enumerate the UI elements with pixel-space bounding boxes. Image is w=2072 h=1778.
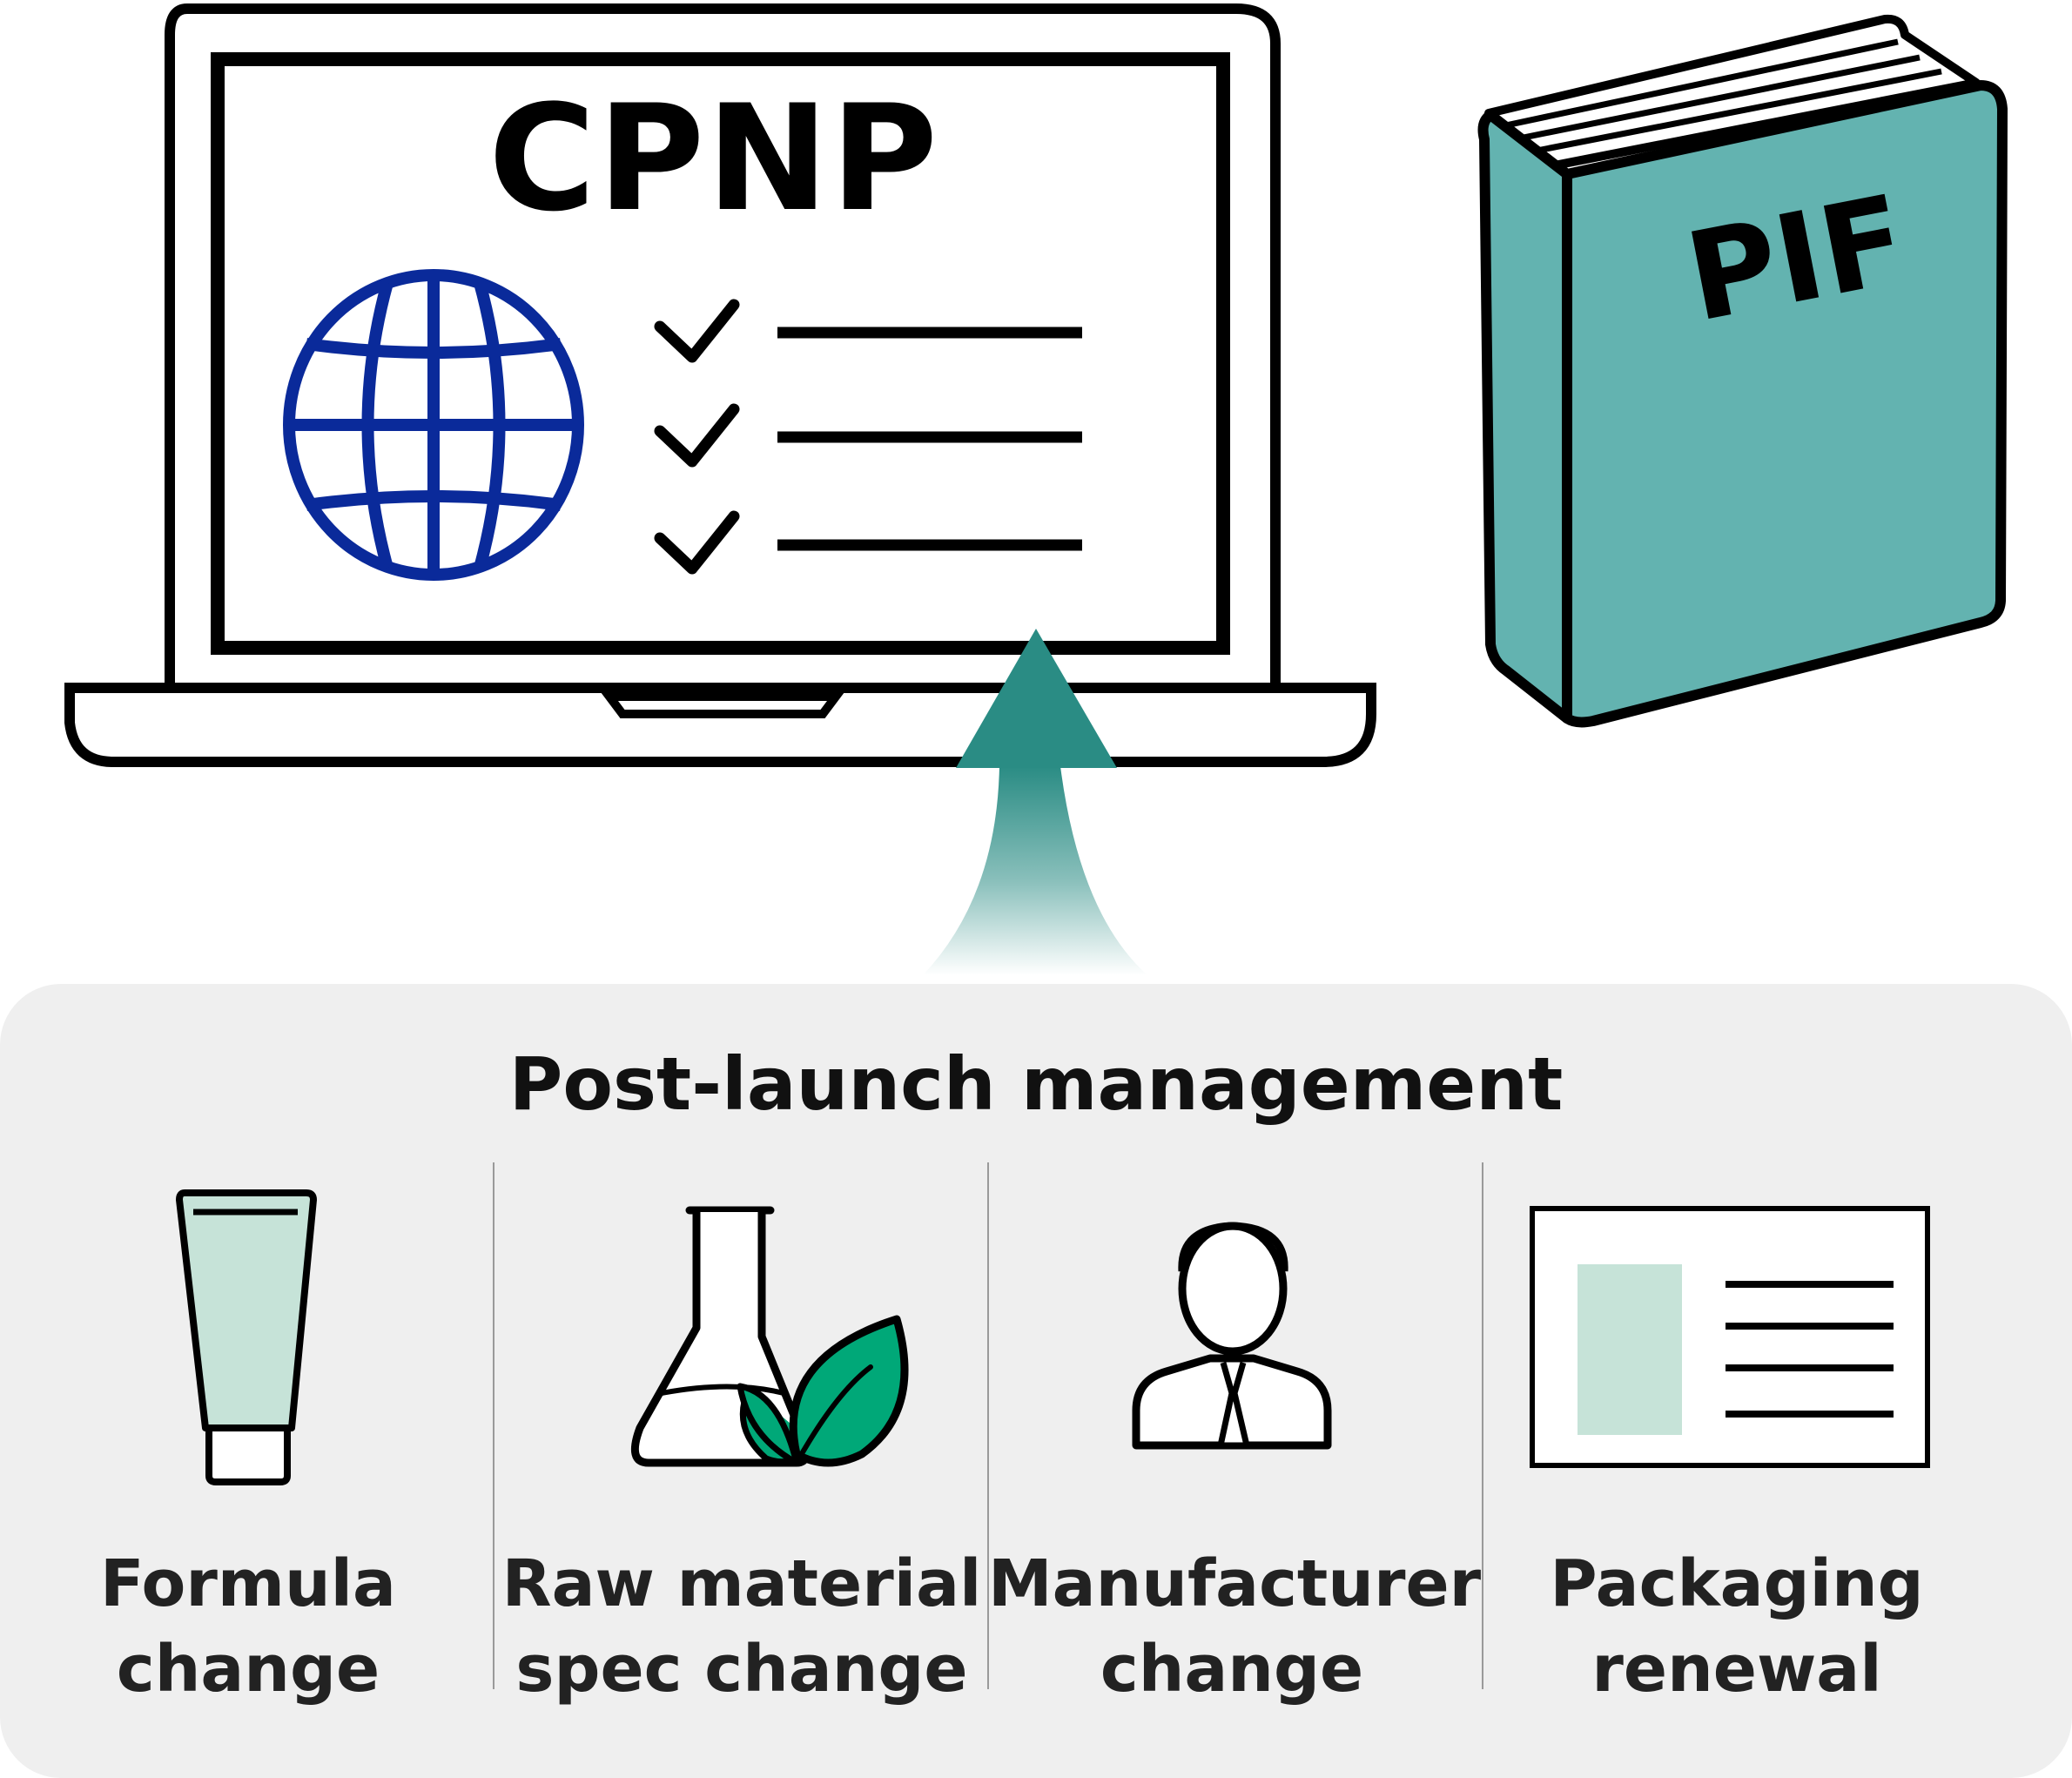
- caption-formula-change: Formula change: [4, 1541, 492, 1712]
- flask-leaf-icon: [630, 1206, 909, 1467]
- laptop-screen-title: CPNP: [488, 73, 940, 244]
- caption-line: renewal: [1591, 1632, 1882, 1707]
- caption-line: spec change: [515, 1632, 968, 1707]
- checklist: [654, 299, 1082, 575]
- check-icon: [654, 510, 740, 575]
- caption-line: Packaging: [1550, 1546, 1924, 1621]
- caption-line: change: [1100, 1632, 1364, 1707]
- up-arrow-icon: [923, 629, 1147, 975]
- tube-icon: [176, 1189, 317, 1485]
- globe-icon: [283, 269, 584, 581]
- caption-line: Manufacturer: [988, 1546, 1482, 1621]
- caption-manufacturer: Manufacturer change: [988, 1541, 1482, 1712]
- person-icon: [1132, 1222, 1332, 1450]
- book-icon: [1477, 14, 2008, 728]
- caption-line: change: [116, 1632, 380, 1707]
- caption-packaging: Packaging renewal: [1493, 1541, 1981, 1712]
- caption-line: Raw material: [501, 1546, 982, 1621]
- label-icon: [1530, 1206, 1930, 1468]
- check-icon: [654, 299, 740, 363]
- divider: [987, 1162, 989, 1689]
- check-icon: [654, 403, 740, 468]
- caption-line: Formula: [100, 1546, 396, 1621]
- caption-raw-material: Raw material spec change: [498, 1541, 986, 1712]
- divider: [1482, 1162, 1483, 1689]
- panel-title: Post-launch management: [508, 1041, 1564, 1127]
- divider: [493, 1162, 494, 1689]
